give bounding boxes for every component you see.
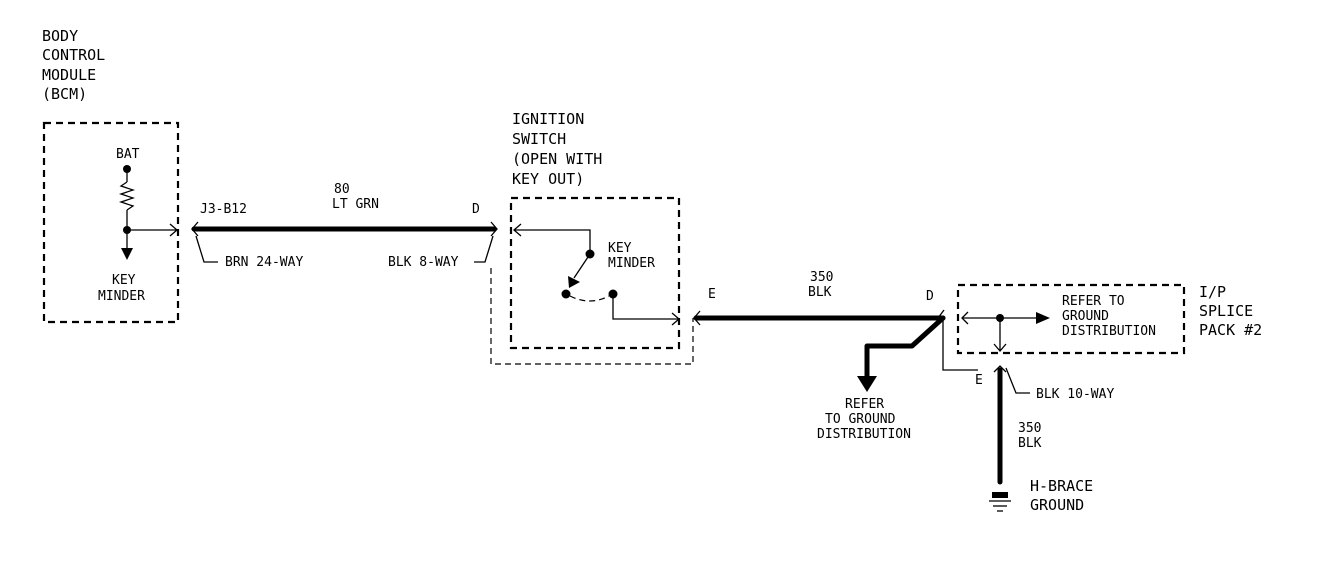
ground-icon — [989, 492, 1011, 512]
svg-text:IGNITION: IGNITION — [512, 110, 584, 128]
svg-text:CONTROL: CONTROL — [42, 46, 105, 64]
key-minder-switch — [573, 253, 591, 279]
svg-text:REFER: REFER — [845, 397, 884, 412]
svg-text:350: 350 — [1018, 421, 1041, 436]
svg-text:E: E — [708, 287, 716, 302]
ground-reference-label: REFER TO GROUND DISTRIBUTION — [817, 397, 911, 442]
bcm-connector-label: BRN 24-WAY — [225, 255, 303, 270]
svg-text:80: 80 — [334, 182, 350, 197]
connector-outline — [490, 268, 694, 365]
ground-distribution-branch — [864, 315, 946, 381]
splice-refer-label: REFER TO GROUND DISTRIBUTION — [1062, 294, 1156, 339]
bat-label: BAT — [116, 147, 140, 162]
svg-text:PACK #2: PACK #2 — [1199, 321, 1262, 339]
ignition-switch-title: IGNITION SWITCH (OPEN WITH KEY OUT) — [512, 110, 602, 188]
ground-label: H-BRACE — [1030, 477, 1093, 495]
bcm-title: BODY CONTROL MODULE (BCM) — [42, 27, 105, 103]
ignition-connector-symbol — [490, 221, 498, 237]
svg-text:KEY OUT): KEY OUT) — [512, 170, 584, 188]
svg-text:(OPEN WITH: (OPEN WITH — [512, 150, 602, 168]
svg-text:E: E — [975, 373, 983, 388]
splice-connector-label: BLK 10-WAY — [1036, 387, 1114, 402]
key-minder-arrow — [121, 248, 133, 260]
svg-text:KEY: KEY — [112, 273, 136, 288]
svg-text:REFER TO: REFER TO — [1062, 294, 1125, 309]
svg-text:BLK: BLK — [1018, 436, 1042, 451]
ignition-switch-box — [509, 196, 681, 350]
svg-text:GROUND: GROUND — [1030, 496, 1084, 514]
svg-text:350: 350 — [810, 270, 833, 285]
svg-text:D: D — [926, 289, 934, 304]
bcm-module-box — [42, 121, 180, 324]
svg-text:SWITCH: SWITCH — [512, 130, 566, 148]
svg-text:MODULE: MODULE — [42, 66, 96, 84]
svg-text:BLK: BLK — [808, 285, 832, 300]
splice-pack-title: I/P SPLICE PACK #2 — [1199, 283, 1262, 339]
resistor-symbol — [118, 181, 136, 211]
svg-text:MINDER: MINDER — [608, 256, 655, 271]
svg-text:DISTRIBUTION: DISTRIBUTION — [1062, 324, 1156, 339]
splice-pack-box — [956, 283, 1186, 355]
svg-text:MINDER: MINDER — [98, 289, 145, 304]
svg-text:KEY: KEY — [608, 241, 632, 256]
svg-text:D: D — [472, 202, 480, 217]
svg-text:DISTRIBUTION: DISTRIBUTION — [817, 427, 911, 442]
svg-text:(BCM): (BCM) — [42, 85, 87, 103]
svg-text:TO GROUND: TO GROUND — [825, 412, 896, 427]
svg-text:I/P: I/P — [1199, 283, 1226, 301]
svg-text:BODY: BODY — [42, 27, 78, 45]
svg-text:SPLICE: SPLICE — [1199, 302, 1253, 320]
ignition-connector-label: BLK 8-WAY — [388, 255, 459, 270]
svg-text:GROUND: GROUND — [1062, 309, 1109, 324]
connector-pin-label: J3-B12 — [200, 202, 247, 217]
svg-text:LT GRN: LT GRN — [332, 197, 379, 212]
